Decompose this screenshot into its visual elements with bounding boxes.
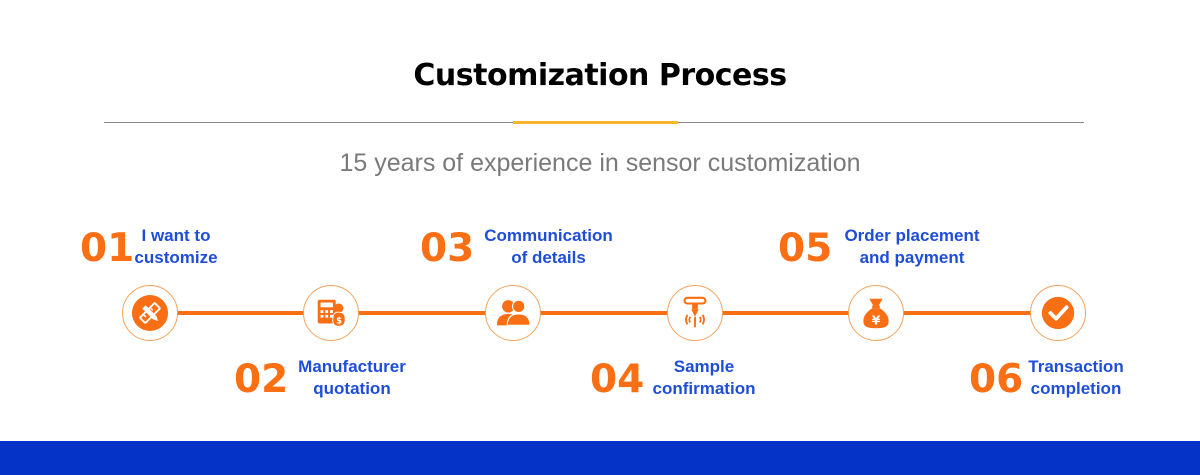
step-node-05[interactable]: ¥	[848, 285, 904, 341]
sensor-probe-icon	[683, 296, 707, 328]
step-number-04: 04	[590, 357, 645, 402]
checkmark-icon	[1041, 296, 1075, 330]
svg-text:¥: ¥	[872, 313, 881, 327]
people-icon	[496, 299, 531, 326]
pencil-ruler-icon	[131, 294, 169, 332]
title-divider-accent	[513, 121, 678, 124]
step-number-05: 05	[778, 226, 833, 271]
calculator-money-icon: $	[317, 299, 346, 327]
footer-bar	[0, 441, 1200, 475]
step-node-03[interactable]	[485, 285, 541, 341]
page-title: Customization Process	[413, 58, 787, 93]
step-number-02: 02	[234, 357, 289, 402]
page-subtitle: 15 years of experience in sensor customi…	[339, 149, 861, 177]
step-number-03: 03	[420, 226, 475, 271]
svg-text:$: $	[336, 316, 342, 326]
step-node-06[interactable]	[1030, 285, 1086, 341]
step-node-02[interactable]: $	[303, 285, 359, 341]
step-number-06: 06	[969, 357, 1024, 402]
step-node-01[interactable]	[122, 285, 178, 341]
money-bag-icon: ¥	[863, 298, 889, 329]
step-node-04[interactable]	[667, 285, 723, 341]
step-number-01: 01	[80, 226, 135, 271]
process-timeline	[150, 311, 1058, 315]
